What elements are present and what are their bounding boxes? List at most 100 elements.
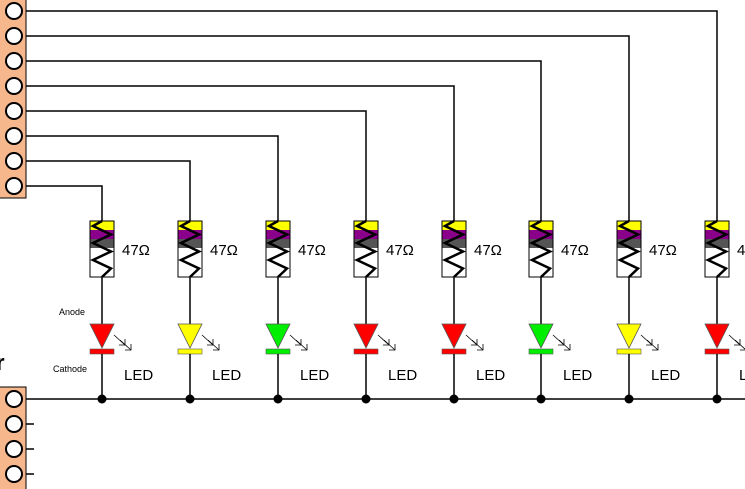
led-label: LED: [124, 367, 153, 384]
light-emission-arrow-icon: [558, 339, 571, 351]
resistor-band: [617, 239, 641, 248]
resistor-band: [529, 239, 553, 248]
header-pin: [5, 77, 23, 95]
junction-dot: [624, 394, 634, 404]
led-channel: 47Ω LED: [353, 219, 417, 404]
resistor-band: [705, 239, 729, 248]
header-pin: [5, 465, 23, 483]
led-cathode-bar: [528, 348, 554, 355]
labels-layer: Anode Cathode r: [0, 307, 87, 375]
resistor-band: [266, 239, 290, 248]
arrowhead-icon: [213, 344, 220, 351]
led-cathode-bar: [265, 348, 291, 355]
led-label: L: [739, 367, 745, 384]
resistor-value-label: 4: [737, 242, 745, 259]
resistor-band: [266, 221, 290, 230]
resistor-band: [178, 230, 202, 239]
resistor-band: [529, 230, 553, 239]
header-pin: [5, 390, 23, 408]
header-pin: [5, 152, 23, 170]
bottom-header-title-fragment: r: [0, 350, 5, 375]
resistor-band: [90, 221, 114, 230]
junction-dot: [273, 394, 283, 404]
signal-wire: [22, 85, 455, 221]
resistor-band: [442, 239, 466, 248]
resistor-zigzag: [617, 219, 641, 278]
header-pin: [5, 177, 23, 195]
signal-wire: [22, 110, 367, 221]
led-label: LED: [563, 367, 592, 384]
signal-wire: [22, 185, 103, 221]
resistor-value-label: 47Ω: [561, 242, 589, 259]
signal-wire: [22, 135, 279, 221]
resistor-zigzag: [705, 219, 729, 278]
arrowhead-icon: [652, 344, 659, 351]
resistor-band: [90, 239, 114, 248]
resistor-zigzag: [90, 219, 114, 278]
led-cathode-bar: [353, 348, 379, 355]
resistor-value-label: 47Ω: [210, 242, 238, 259]
light-emission-arrow-icon: [383, 339, 396, 351]
signal-wire: [22, 10, 718, 221]
light-emission-arrow-icon: [295, 339, 308, 351]
led-icon: [528, 323, 554, 349]
led-cathode-bar: [704, 348, 730, 355]
resistor-band: [354, 221, 378, 230]
led-icon: [704, 323, 730, 349]
resistor-band: [90, 230, 114, 239]
resistor-value-label: 47Ω: [122, 242, 150, 259]
led-cathode-bar: [89, 348, 115, 355]
arrowhead-icon: [389, 344, 396, 351]
arrowhead-icon: [477, 344, 484, 351]
led-channel: 4L: [704, 219, 745, 404]
resistor-zigzag: [266, 219, 290, 278]
light-emission-arrow-icon: [734, 339, 745, 350]
resistor-value-label: 47Ω: [386, 242, 414, 259]
junction-dot: [536, 394, 546, 404]
header-pin: [5, 415, 23, 433]
junction-dot: [361, 394, 371, 404]
led-label: LED: [388, 367, 417, 384]
headers-layer: [0, 0, 27, 489]
light-emission-arrow-icon: [207, 339, 220, 351]
led-label: LED: [300, 367, 329, 384]
anode-label: Anode: [59, 307, 85, 317]
resistor-band: [442, 221, 466, 230]
resistor-value-label: 47Ω: [474, 242, 502, 259]
resistor-zigzag: [354, 219, 378, 278]
led-icon: [353, 323, 379, 349]
junction-dot: [712, 394, 722, 404]
signal-wire: [22, 160, 191, 221]
resistor-value-label: 47Ω: [298, 242, 326, 259]
resistor-band: [705, 230, 729, 239]
junction-dot: [449, 394, 459, 404]
arrowhead-icon: [125, 344, 132, 351]
arrowhead-icon: [740, 349, 745, 351]
resistor-zigzag: [178, 219, 202, 278]
header-pin: [5, 127, 23, 145]
signal-wire: [22, 60, 542, 221]
resistor-value-label: 47Ω: [649, 242, 677, 259]
led-channel: 47Ω LED: [89, 219, 153, 404]
resistor-band: [617, 221, 641, 230]
channels-layer: 47ΩLED47ΩLED47ΩLED47ΩLED47ΩLED47ΩLED47ΩL…: [89, 219, 745, 404]
led-icon: [177, 323, 203, 349]
light-emission-arrow-icon: [471, 339, 484, 351]
led-cathode-bar: [177, 348, 203, 355]
arrowhead-icon: [564, 344, 571, 351]
led-icon: [616, 323, 642, 349]
resistor-band: [178, 239, 202, 248]
resistor-zigzag: [529, 219, 553, 278]
header-pin: [5, 102, 23, 120]
arrowhead-icon: [301, 344, 308, 351]
light-emission-arrow-icon: [646, 339, 659, 351]
led-cathode-bar: [441, 348, 467, 355]
led-cathode-bar: [616, 348, 642, 355]
resistor-zigzag: [442, 219, 466, 278]
signal-wire: [22, 35, 630, 221]
led-label: LED: [212, 367, 241, 384]
led-channel: 47Ω LED: [265, 219, 329, 404]
